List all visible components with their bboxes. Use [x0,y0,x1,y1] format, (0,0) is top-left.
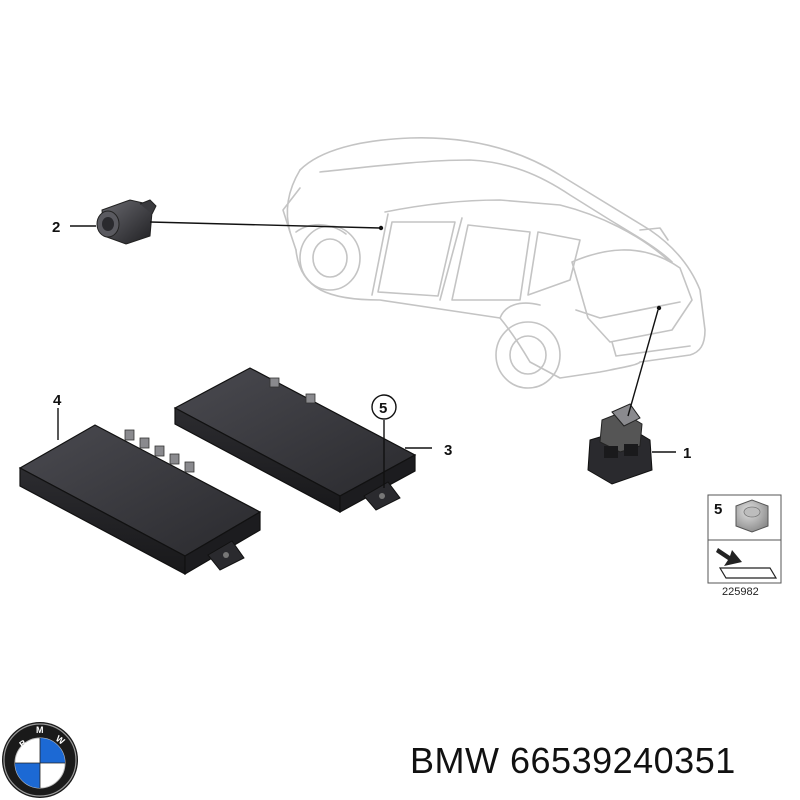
mounting-symbol-icon [716,548,778,579]
callout-1: 1 [683,445,691,462]
callout-4: 4 [53,392,62,409]
rear-camera-part [587,403,653,485]
callout-2: 2 [52,219,60,236]
side-camera-part [96,199,157,245]
bmw-logo: B M W [2,722,78,798]
fastener-legend: 5 225982 [707,494,782,598]
leader-lines [57,221,676,488]
part-number-label: BMW 66539240351 [410,740,736,782]
callout-5: 5 [379,400,387,417]
legend-item-number: 5 [714,501,722,518]
control-module-4 [18,424,262,576]
svg-text:M: M [36,725,44,735]
hex-nut-icon [735,499,769,533]
callout-5-circle [371,394,397,420]
svg-text:B: B [17,737,28,749]
control-module-3 [173,367,417,514]
part-number: 66539240351 [510,740,736,781]
vehicle-outline [282,137,706,389]
reference-number: 225982 [722,586,759,598]
callout-3: 3 [444,442,452,459]
brand-name: BMW [410,740,500,781]
